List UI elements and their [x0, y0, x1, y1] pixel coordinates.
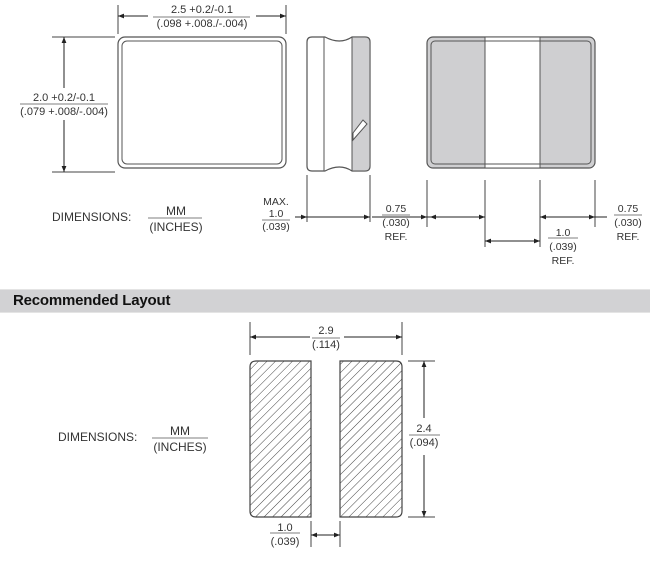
top-height-mm: 2.0 +0.2/-0.1: [33, 92, 95, 104]
bottom-center-gap: [484, 36, 541, 169]
layout-gap-inches: (.039): [271, 536, 300, 548]
bottom-left-inches: (.030): [382, 217, 409, 229]
bottom-left-mm: 0.75: [386, 203, 407, 215]
side-max-label: MAX.: [263, 196, 289, 208]
bottom-center-inches: (.039): [549, 241, 576, 253]
bottom-right-ref: REF.: [617, 231, 640, 243]
top-height-inches: (.079 +.008/-.004): [20, 106, 108, 118]
layout-height-inches: (.094): [410, 437, 439, 449]
bottom-center-mm: 1.0: [556, 227, 571, 239]
dimensions-label: DIMENSIONS:: [58, 430, 137, 444]
recommended-layout-drawing: 2.9 (.114) 2.4 (.094) 1.0 (.039): [249, 322, 440, 548]
component-body-inner: [121, 40, 283, 165]
section-header: Recommended Layout: [0, 289, 650, 313]
bottom-right-inches: (.030): [614, 217, 641, 229]
top-view: 2.5 +0.2/-0.1 (.098 +.008./-.004) 2.0 +0…: [20, 4, 287, 173]
top-width-mm: 2.5 +0.2/-0.1: [171, 4, 233, 16]
bottom-right-mm: 0.75: [618, 203, 639, 215]
right-pad: [339, 360, 403, 518]
top-width-inches: (.098 +.008./-.004): [157, 18, 248, 30]
left-pad: [249, 360, 312, 518]
bottom-view: 0.75 (.030) REF. 1.0 (.039) REF. 0.75 (.…: [372, 36, 642, 267]
section-title: Recommended Layout: [13, 292, 171, 309]
dimensions-legend-top: DIMENSIONS: MM (INCHES): [52, 204, 203, 234]
dimensions-label: DIMENSIONS:: [52, 210, 131, 224]
unit-inches: (INCHES): [149, 220, 202, 234]
bottom-left-ref: REF.: [385, 231, 408, 243]
side-terminal: [351, 36, 371, 172]
unit-inches: (INCHES): [153, 440, 206, 454]
side-thickness-mm: 1.0: [269, 208, 284, 220]
unit-mm: MM: [170, 424, 190, 438]
side-thickness-inches: (.039): [262, 221, 289, 233]
layout-width-inches: (.114): [312, 339, 340, 351]
dimensions-legend-bottom: DIMENSIONS: MM (INCHES): [58, 424, 208, 454]
layout-width-mm: 2.9: [318, 325, 333, 337]
side-view: MAX. 1.0 (.039): [262, 36, 371, 233]
bottom-center-ref: REF.: [552, 255, 575, 267]
polarity-mark-icon: [352, 119, 368, 142]
layout-gap-mm: 1.0: [277, 522, 292, 534]
layout-height-mm: 2.4: [416, 423, 431, 435]
unit-mm: MM: [166, 204, 186, 218]
